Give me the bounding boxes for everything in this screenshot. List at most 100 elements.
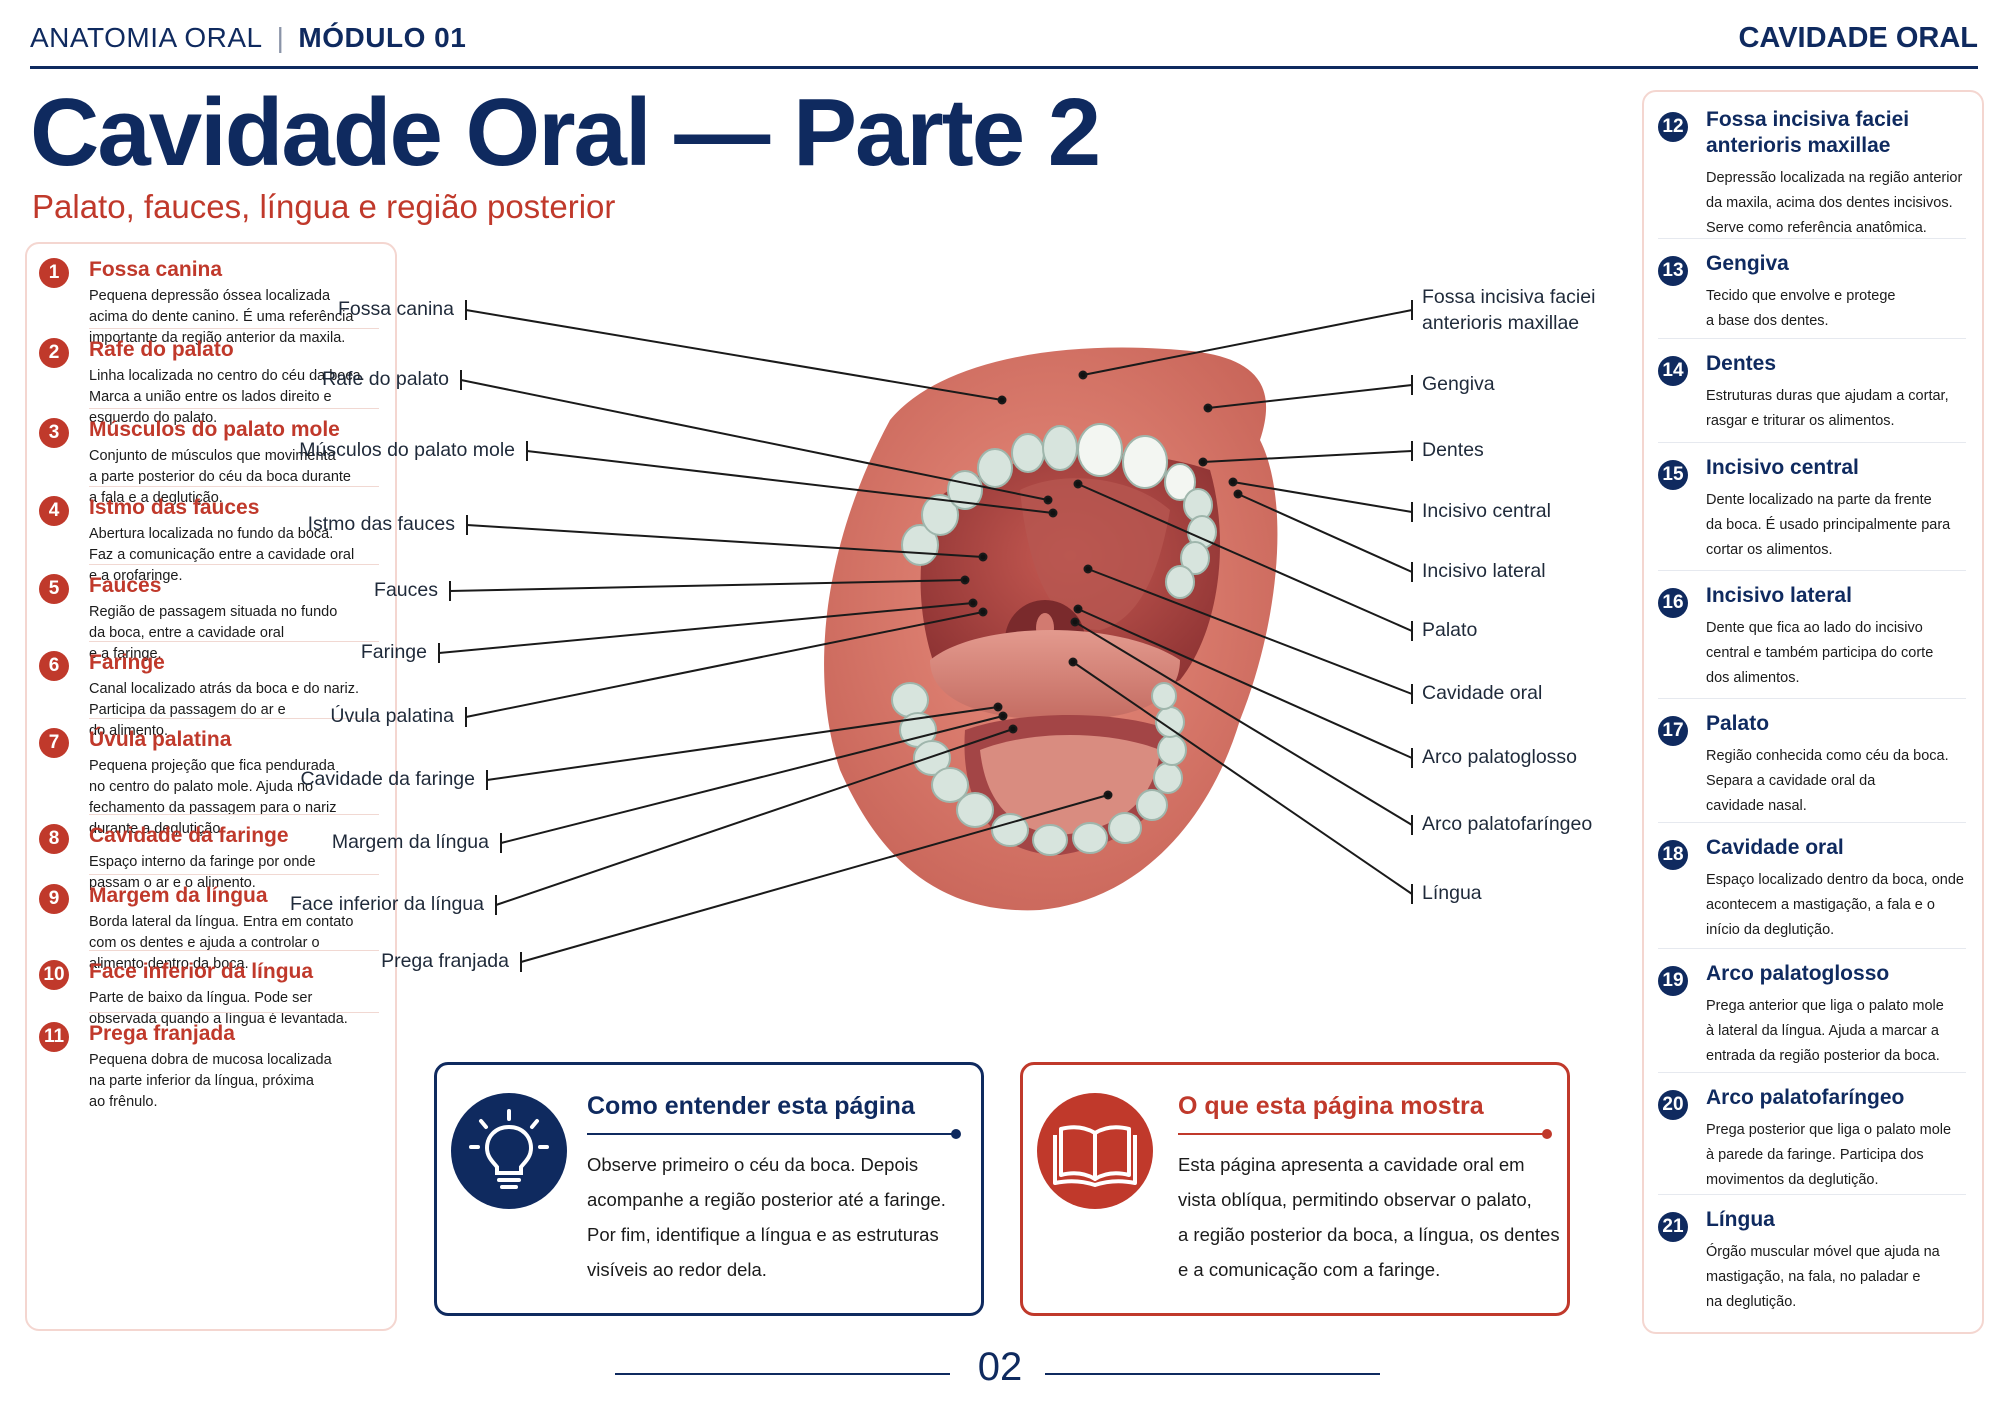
- how-to-understand-title: Como entender esta página: [587, 1092, 915, 1120]
- diagram-label-left: Prega franjada: [381, 950, 509, 972]
- diagram-label-left: Istmo das fauces: [307, 513, 455, 535]
- diagram-label-left: Músculos do palato mole: [299, 439, 515, 461]
- what-page-shows-title: O que esta página mostra: [1178, 1092, 1484, 1120]
- item-number-badge: 3: [39, 418, 69, 448]
- item-number-badge: 9: [39, 884, 69, 914]
- oral-cavity-diagram: [438, 300, 1413, 972]
- item-description-line: Espaço interno da faringe por onde: [89, 854, 316, 870]
- item-description-line: Região de passagem situada no fundo: [89, 604, 338, 620]
- item-divider: [1658, 442, 1966, 443]
- item-title: Fauces: [89, 574, 162, 597]
- item-description-line: passam o ar e o alimento.: [89, 875, 256, 891]
- info-text-line: Observe primeiro o céu da boca. Depois: [587, 1154, 919, 1175]
- item-description-line: Pequena dobra de mucosa localizada: [89, 1052, 332, 1068]
- item-divider: [89, 874, 379, 875]
- item-description-line: importante da região anterior da maxila.: [89, 330, 346, 346]
- breadcrumb-separator: |: [276, 22, 285, 53]
- info-text-line: Esta página apresenta a cavidade oral em: [1178, 1154, 1525, 1175]
- item-description-line: a parte posterior do céu da boca durante: [89, 469, 351, 485]
- item-title: Istmo das fauces: [89, 496, 260, 519]
- item-description-line: Serve como referência anatômica.: [1706, 220, 1927, 236]
- leader-line: [465, 309, 1003, 401]
- item-divider: [1658, 1072, 1966, 1073]
- leader-line: [486, 706, 999, 781]
- item-number-badge: 20: [1658, 1090, 1688, 1120]
- item-number-badge: 14: [1658, 356, 1688, 386]
- item-description-line: Parte de baixo da língua. Pode ser: [89, 990, 313, 1006]
- item-divider: [1658, 338, 1966, 339]
- info-text-line: e a comunicação com a faringe.: [1178, 1259, 1441, 1280]
- leader-dot: [997, 395, 1007, 405]
- leader-line: [1077, 608, 1413, 759]
- item-divider: [1658, 1194, 1966, 1195]
- info-text-line: a região posterior da boca, a língua, os…: [1178, 1224, 1560, 1245]
- item-number-badge: 21: [1658, 1212, 1688, 1242]
- item-description-line: Espaço localizado dentro da boca, onde: [1706, 872, 1964, 888]
- item-title: Arco palatofaríngeo: [1706, 1086, 1905, 1109]
- item-title: Músculos do palato mole: [89, 418, 340, 441]
- item-description-line: início da deglutição.: [1706, 922, 1835, 938]
- footer-rule-right: [1045, 1373, 1380, 1375]
- info-text-line: Por fim, identifique a língua e as estru…: [587, 1224, 939, 1245]
- item-description-line: movimentos da deglutição.: [1706, 1172, 1879, 1188]
- info-text-line: acompanhe a região posterior até a farin…: [587, 1189, 946, 1210]
- section-name: CAVIDADE ORAL: [1738, 22, 1978, 54]
- item-number-badge: 7: [39, 728, 69, 758]
- item-number-badge: 17: [1658, 716, 1688, 746]
- item-description-line: Órgão muscular móvel que ajuda na: [1706, 1244, 1940, 1260]
- item-number-badge: 12: [1658, 112, 1688, 142]
- leader-dot: [1103, 790, 1113, 800]
- item-divider: [89, 564, 379, 565]
- item-divider: [89, 408, 379, 409]
- item-description-line: Pequena depressão óssea localizada: [89, 288, 331, 304]
- leader-line: [438, 602, 974, 654]
- item-description-line: e a orofaringe.: [89, 568, 183, 584]
- diagram-label-right: Cavidade oral: [1422, 682, 1543, 704]
- leader-dot: [1043, 495, 1053, 505]
- item-description-line: Depressão localizada na região anterior: [1706, 170, 1963, 186]
- diagram-label-left: Cavidade da faringe: [300, 768, 475, 790]
- diagram-label-left: Fossa canina: [338, 298, 454, 320]
- item-title: Cavidade oral: [1706, 836, 1844, 859]
- leader-dot: [960, 575, 970, 585]
- item-number-badge: 16: [1658, 588, 1688, 618]
- diagram-label-left: Fauces: [374, 579, 438, 601]
- item-description-line: acontecem a mastigação, a fala e o: [1706, 897, 1935, 913]
- item-description-line: Canal localizado atrás da boca e do nari…: [89, 681, 360, 697]
- item-description-line: Conjunto de músculos que movimenta: [89, 448, 336, 464]
- item-title: Dentes: [1706, 352, 1777, 375]
- item-number-badge: 10: [39, 960, 69, 990]
- item-description-line: da boca. É usado principalmente para: [1706, 517, 1951, 533]
- item-description-line: alimento dentro da boca.: [89, 956, 249, 972]
- diagram-label-right: Incisivo lateral: [1422, 560, 1546, 582]
- item-description-line: Linha localizada no centro do céu da boc…: [89, 368, 365, 384]
- item-number-badge: 6: [39, 651, 69, 681]
- diagram-label-right: Arco palatofaríngeo: [1422, 813, 1593, 835]
- leader-dot: [978, 552, 988, 562]
- leader-line: [1074, 621, 1413, 826]
- diagram-label-right: Língua: [1422, 882, 1482, 904]
- diagram-label-right: Incisivo central: [1422, 500, 1551, 522]
- how-to-understand-box: Como entender esta página Observe primei…: [434, 1062, 984, 1316]
- leader-line: [520, 794, 1109, 963]
- item-description-line: Região conhecida como céu da boca.: [1706, 748, 1949, 764]
- item-title: Incisivo lateral: [1706, 584, 1852, 607]
- item-title: Fossa incisiva faciei: [1706, 108, 1910, 131]
- mouth-illustration: [824, 347, 1278, 911]
- item-description-line: entrada da região posterior da boca.: [1706, 1048, 1940, 1064]
- leader-line: [465, 611, 984, 718]
- leader-dot: [1073, 604, 1083, 614]
- leader-dot: [1008, 724, 1018, 734]
- item-description-line: e a faringe.: [89, 646, 162, 662]
- item-description-line: fechamento da passagem para o nariz: [89, 800, 337, 816]
- top-header: ANATOMIA ORAL|MÓDULO 01 CAVIDADE ORAL: [30, 22, 1978, 69]
- item-number-badge: 15: [1658, 460, 1688, 490]
- info-text-line: visíveis ao redor dela.: [587, 1259, 767, 1280]
- item-number-badge: 18: [1658, 840, 1688, 870]
- item-description-line: Participa da passagem do ar e: [89, 702, 286, 718]
- item-number-badge: 2: [39, 338, 69, 368]
- item-description-line: no centro do palato mole. Ajuda no: [89, 779, 314, 795]
- leader-dot: [1078, 370, 1088, 380]
- page-subtitle: Palato, fauces, língua e região posterio…: [32, 188, 616, 225]
